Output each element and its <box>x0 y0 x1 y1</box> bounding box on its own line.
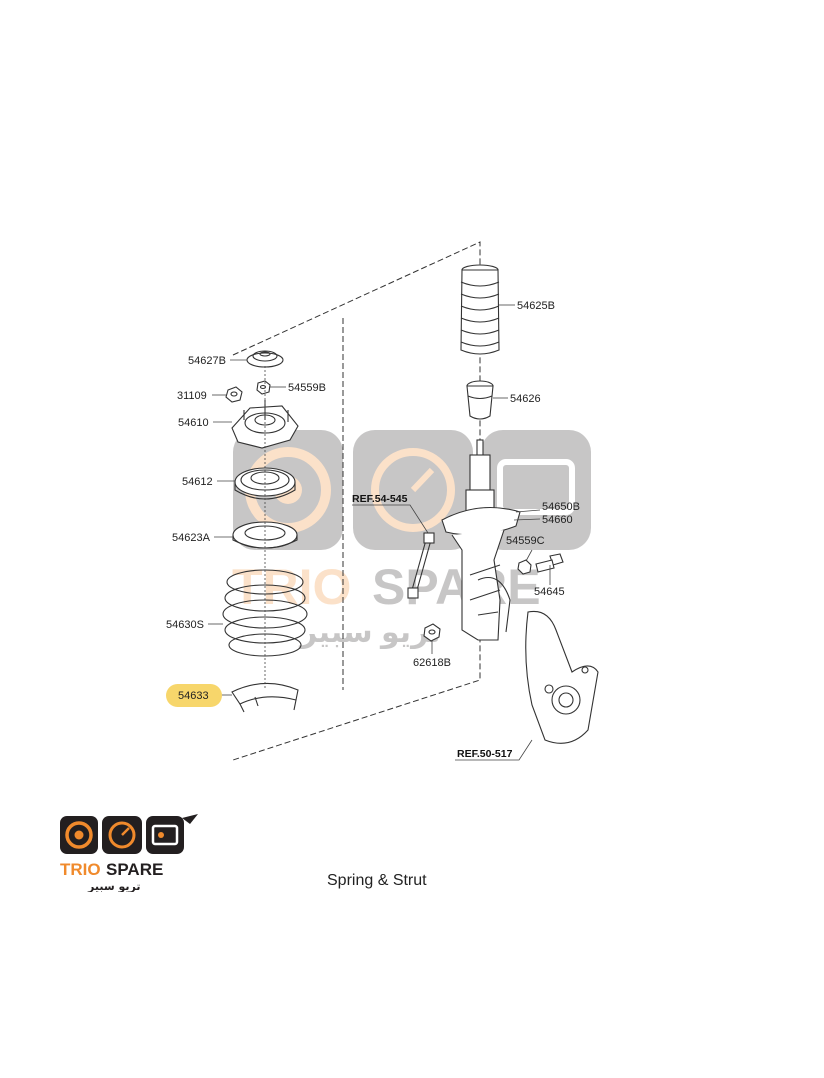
logo-brand-trio: TRIO <box>60 860 101 879</box>
label-54650B: 54650B <box>542 501 580 513</box>
part-31109 <box>225 386 243 403</box>
label-54633: 54633 <box>178 690 209 702</box>
watermark-gauge-needle <box>410 467 435 493</box>
highlight-54633 <box>166 684 222 707</box>
label-54610: 54610 <box>178 417 209 429</box>
watermark-gauge-icon <box>371 448 455 532</box>
watermark-brand-spare: SPARE <box>372 559 541 615</box>
label-54627B: 54627B <box>188 355 226 367</box>
watermark-engine-icon <box>497 459 575 515</box>
trio-spare-logo: TRIO SPARE تريو سبير <box>60 814 198 892</box>
diagram-caption: Spring & Strut <box>327 872 427 889</box>
logo-arrow-icon <box>182 814 198 824</box>
engine-gear-icon <box>158 832 164 838</box>
label-54623A: 54623A <box>172 532 211 544</box>
label-31109: 31109 <box>177 390 207 402</box>
label-54660: 54660 <box>542 514 573 526</box>
part-54626 <box>466 380 494 420</box>
leader-lines <box>208 304 551 761</box>
part-knuckle <box>525 610 599 744</box>
part-54633 <box>231 682 299 713</box>
label-54559C: 54559C <box>506 535 545 547</box>
label-54625B: 54625B <box>517 300 555 312</box>
part-stabilizer-link <box>407 532 435 599</box>
gauge-icon <box>108 821 136 849</box>
logo-arabic: تريو سبير <box>87 880 140 892</box>
watermark-brand-trio: TRIO <box>232 559 351 615</box>
watermark-arabic: تريو سبير <box>298 616 441 649</box>
speaker-icon <box>65 821 93 849</box>
label-54612: 54612 <box>182 476 213 488</box>
gauge-needle-icon <box>121 827 130 836</box>
part-54627B <box>246 350 284 368</box>
label-54630S: 54630S <box>166 619 204 631</box>
logo-brand-spare: SPARE <box>106 860 163 879</box>
part-62618B <box>423 623 441 642</box>
label-54645: 54645 <box>534 586 565 598</box>
part-54645 <box>535 553 564 573</box>
label-54559B: 54559B <box>288 382 326 394</box>
label-62618B: 62618B <box>413 657 451 669</box>
speaker-center-icon <box>74 830 84 840</box>
logo-engine-tile <box>146 816 184 854</box>
label-ref-50-517: REF.50-517 <box>457 748 513 760</box>
label-54626: 54626 <box>510 393 541 405</box>
label-ref-54-545: REF.54-545 <box>352 493 408 505</box>
part-54559B <box>256 380 271 395</box>
engine-icon <box>151 824 179 846</box>
part-54650B <box>441 439 521 641</box>
part-54559C <box>517 559 532 575</box>
part-54625B <box>460 264 500 355</box>
